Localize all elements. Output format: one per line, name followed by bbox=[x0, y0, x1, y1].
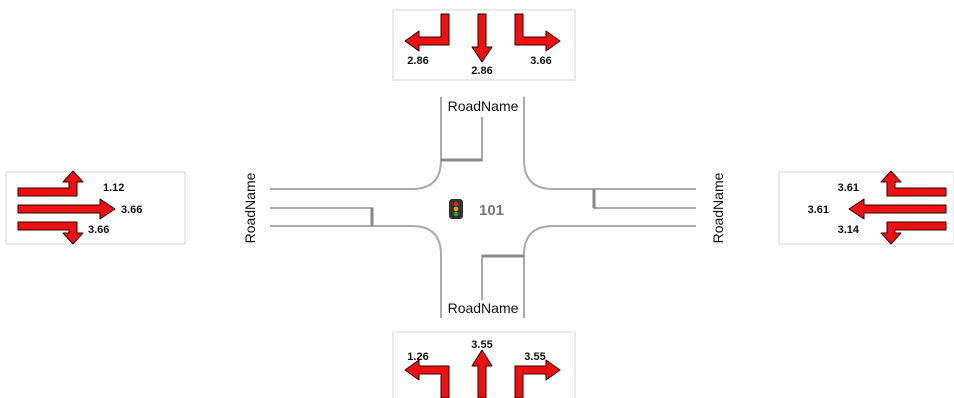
road-name-east: RoadName bbox=[710, 172, 726, 243]
road-name-north: RoadName bbox=[448, 98, 519, 114]
signal-id-label: 101 bbox=[479, 202, 504, 219]
road-name-south: RoadName bbox=[448, 300, 519, 316]
approach-panel-south: 1.26 3.55 3.55 bbox=[392, 331, 576, 398]
arrow-through-east bbox=[848, 198, 947, 220]
arrow-through-west bbox=[17, 198, 116, 220]
volume-north-left: 2.86 bbox=[407, 55, 428, 67]
road-name-west: RoadName bbox=[242, 172, 258, 243]
stop-lines bbox=[370, 158, 596, 258]
arrow-left-east bbox=[880, 170, 947, 197]
arrow-right-south bbox=[514, 359, 561, 398]
volume-south-left: 1.26 bbox=[407, 351, 428, 363]
arrow-right-north bbox=[514, 13, 561, 52]
arrow-right-east bbox=[880, 221, 947, 245]
volume-south-through: 3.55 bbox=[471, 339, 492, 351]
arrow-left-north bbox=[404, 13, 450, 52]
approach-panel-west: 1.12 3.66 3.66 bbox=[5, 170, 186, 245]
volume-east-through: 3.61 bbox=[808, 204, 829, 216]
volume-west-right: 3.66 bbox=[88, 224, 109, 236]
volume-south-right: 3.55 bbox=[524, 351, 545, 363]
volume-west-through: 3.66 bbox=[121, 204, 142, 216]
volume-east-left: 3.61 bbox=[838, 182, 859, 194]
volume-north-through: 2.86 bbox=[471, 65, 492, 77]
volume-north-right: 3.66 bbox=[530, 55, 551, 67]
approach-panel-east: 3.61 3.61 3.14 bbox=[778, 170, 954, 245]
arrow-through-south bbox=[471, 349, 493, 398]
arrow-left-west-main bbox=[17, 170, 84, 197]
volume-east-right: 3.14 bbox=[838, 224, 860, 236]
traffic-light-icon[interactable] bbox=[449, 199, 463, 219]
arrow-left-south bbox=[404, 359, 450, 398]
arrow-right-west bbox=[17, 221, 84, 245]
arrow-through-north bbox=[471, 13, 493, 63]
approach-panel-north: 2.86 2.86 3.66 bbox=[392, 9, 576, 81]
volume-west-left: 1.12 bbox=[103, 182, 124, 194]
